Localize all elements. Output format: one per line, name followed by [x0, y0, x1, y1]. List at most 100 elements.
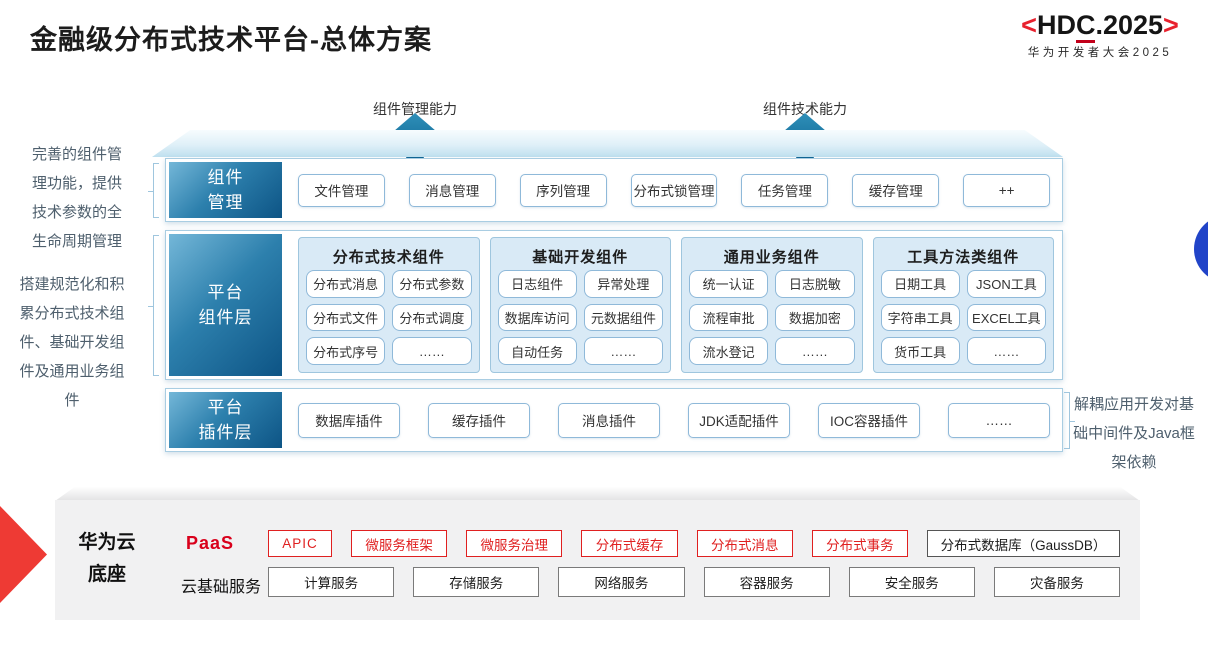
cell-metadata: 元数据组件 — [583, 303, 663, 332]
note-platform-components: 搭建规范化和积累分布式技术组件、基础开发组件及通用业务组件 — [19, 276, 125, 409]
mgmt-item-message: 消息管理 — [408, 173, 496, 207]
foundation-body — [55, 500, 1140, 620]
plugin-ioc: IOC容器插件 — [818, 402, 920, 438]
panel-basic-dev: 基础开发组件 日志组件 异常处理 数据库访问 元数据组件 自动任务 …… — [489, 237, 671, 373]
cloud-storage: 存储服务 — [413, 567, 540, 597]
cloud-security: 安全服务 — [848, 567, 975, 597]
paas-microservice-governance: 微服务治理 — [466, 530, 563, 557]
hdc-logo-subtitle: 华为开发者大会2025 — [1027, 47, 1173, 59]
label-line2: 管理 — [207, 193, 244, 212]
panel-grid: 分布式消息 分布式参数 分布式文件 分布式调度 分布式序号 …… — [306, 270, 472, 365]
plugin-more: …… — [948, 402, 1050, 438]
tech-capability-label: 组件技术能力 — [763, 101, 847, 117]
layer-platform-components: 平台 组件层 分布式技术组件 分布式消息 分布式参数 分布式文件 分布式调度 分… — [165, 230, 1063, 380]
cell-excel-tool: EXCEL工具 — [966, 303, 1046, 332]
plugin-message: 消息插件 — [558, 402, 660, 438]
cell-log-mask: 日志脱敏 — [775, 270, 855, 298]
layer-label-platform-plugins: 平台 插件层 — [169, 392, 282, 448]
layer-component-mgmt: 组件 管理 文件管理 消息管理 序列管理 分布式锁管理 任务管理 缓存管理 ++ — [165, 158, 1063, 222]
label-line2: 组件层 — [198, 308, 253, 327]
red-arrow-pointer — [0, 506, 47, 603]
cell-db-access: 数据库访问 — [497, 303, 577, 332]
foundation-label-line1: 华为云 — [78, 532, 136, 553]
panel-grid: 统一认证 日志脱敏 流程审批 数据加密 流水登记 …… — [689, 270, 855, 365]
cloud-compute: 计算服务 — [268, 567, 395, 597]
mgmt-item-file: 文件管理 — [298, 173, 385, 207]
panel-title: 分布式技术组件 — [332, 248, 445, 266]
cell-date-tool: 日期工具 — [880, 270, 960, 298]
cloud-network: 网络服务 — [558, 567, 685, 597]
cell-auto-task: 自动任务 — [497, 337, 577, 365]
paas-gaussdb: 分布式数据库（GaussDB） — [927, 530, 1121, 557]
cloud-container: 容器服务 — [703, 567, 830, 597]
bracket-platform-components — [148, 235, 159, 376]
cell-tools-more: …… — [966, 337, 1046, 365]
bracket-component-mgmt — [148, 163, 159, 218]
hdc-logo-text: <HDC.2025> — [998, 10, 1202, 43]
paas-microservice-framework: 微服务框架 — [351, 530, 448, 557]
cell-dist-param: 分布式参数 — [392, 270, 472, 298]
layer-label-component-mgmt: 组件 管理 — [169, 162, 282, 218]
panel-title: 基础开发组件 — [532, 248, 629, 266]
panel-common-business: 通用业务组件 统一认证 日志脱敏 流程审批 数据加密 流水登记 …… — [681, 237, 863, 373]
cell-dist-serial: 分布式序号 — [306, 337, 386, 365]
platform-diagram: 组件 管理 文件管理 消息管理 序列管理 分布式锁管理 任务管理 缓存管理 ++… — [152, 130, 1063, 454]
component-mgmt-items: 文件管理 消息管理 序列管理 分布式锁管理 任务管理 缓存管理 ++ — [298, 159, 1051, 221]
cell-journal: 流水登记 — [689, 337, 769, 365]
plugin-database: 数据库插件 — [298, 402, 400, 438]
cell-dist-file: 分布式文件 — [306, 303, 386, 332]
cell-basic-more: …… — [583, 337, 663, 365]
top-gradient-band — [152, 130, 1063, 157]
cell-log: 日志组件 — [497, 270, 577, 298]
cell-auth: 统一认证 — [689, 270, 769, 298]
blue-circle-decoration — [1194, 215, 1208, 283]
cell-dist-schedule: 分布式调度 — [392, 303, 472, 332]
plugin-jdk: JDK适配插件 — [688, 402, 790, 438]
foundation-label: 华为云 底座 — [70, 527, 144, 591]
panel-grid: 日期工具 JSON工具 字符串工具 EXCEL工具 货币工具 …… — [880, 270, 1046, 365]
cell-business-more: …… — [775, 337, 855, 365]
mgmt-item-cache: 缓存管理 — [852, 173, 940, 207]
plugin-cache: 缓存插件 — [428, 402, 530, 438]
page-title: 金融级分布式技术平台-总体方案 — [30, 25, 432, 55]
paas-distributed-transaction: 分布式事务 — [811, 530, 909, 557]
hdc-2025-logo: <HDC.2025> 华为开发者大会2025 — [998, 10, 1202, 60]
paas-apic: APIC — [268, 530, 332, 557]
panel-title: 工具方法类组件 — [907, 248, 1020, 266]
bracket-platform-plugins — [1064, 392, 1075, 449]
cell-encrypt: 数据加密 — [775, 303, 855, 332]
cell-currency-tool: 货币工具 — [880, 337, 960, 365]
cloud-base-label: 云基础服务 — [181, 579, 262, 596]
layer-platform-plugins: 平台 插件层 数据库插件 缓存插件 消息插件 JDK适配插件 IOC容器插件 …… — [165, 388, 1063, 452]
logo-year: .2025 — [1095, 10, 1164, 40]
foundation-top-face — [55, 487, 1140, 501]
component-columns: 分布式技术组件 分布式消息 分布式参数 分布式文件 分布式调度 分布式序号 ……… — [298, 237, 1054, 373]
cell-workflow: 流程审批 — [689, 303, 769, 332]
panel-title: 通用业务组件 — [723, 248, 820, 266]
note-component-mgmt: 完善的组件管理功能，提供技术参数的全生命周期管理 — [31, 146, 122, 250]
mgmt-capability-label: 组件管理能力 — [373, 101, 457, 117]
paas-distributed-cache: 分布式缓存 — [581, 530, 678, 557]
cell-string-tool: 字符串工具 — [880, 303, 960, 332]
cloud-disaster-recovery: 灾备服务 — [993, 567, 1121, 597]
mgmt-item-lock: 分布式锁管理 — [630, 173, 718, 207]
cell-dist-message: 分布式消息 — [306, 270, 386, 298]
label-line1: 平台 — [207, 397, 244, 417]
label-line1: 组件 — [207, 167, 244, 187]
paas-distributed-message: 分布式消息 — [696, 530, 793, 557]
label-line1: 平台 — [207, 282, 244, 302]
plugin-items: 数据库插件 缓存插件 消息插件 JDK适配插件 IOC容器插件 …… — [298, 389, 1050, 451]
paas-label: PaaS — [186, 533, 235, 553]
cell-json-tool: JSON工具 — [966, 270, 1046, 298]
mgmt-item-task: 任务管理 — [741, 173, 829, 207]
logo-right-angle: > — [1163, 10, 1179, 40]
logo-left-angle: < — [1021, 10, 1037, 40]
panel-grid: 日志组件 异常处理 数据库访问 元数据组件 自动任务 …… — [497, 270, 663, 365]
layer-label-platform-components: 平台 组件层 — [169, 234, 282, 376]
logo-hd: HD — [1036, 10, 1076, 40]
label-line2: 插件层 — [198, 423, 253, 442]
panel-utility-tools: 工具方法类组件 日期工具 JSON工具 字符串工具 EXCEL工具 货币工具 …… — [872, 237, 1054, 373]
mgmt-item-more: ++ — [963, 173, 1051, 207]
paas-services-row: APIC 微服务框架 微服务治理 分布式缓存 分布式消息 分布式事务 分布式数据… — [268, 530, 1121, 557]
